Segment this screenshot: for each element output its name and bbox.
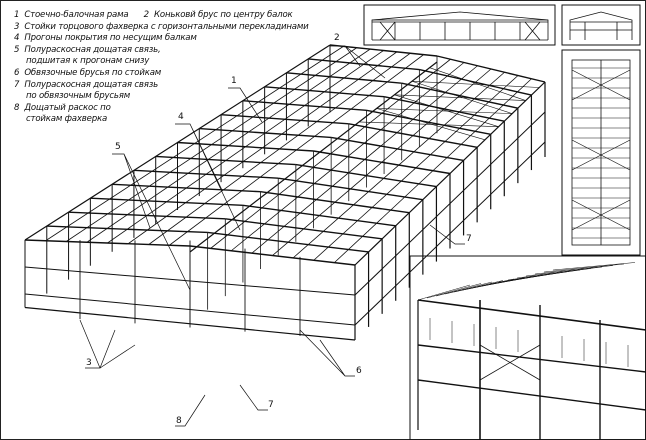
frame-member — [45, 46, 344, 242]
elevation-view — [363, 4, 556, 46]
legend-item: 4 Прогоны покрытия по несущим балкам — [14, 33, 197, 44]
frame-member — [394, 94, 499, 127]
frame-member — [376, 108, 486, 141]
frame-member — [516, 268, 592, 279]
frame-member — [230, 62, 465, 252]
frame-member — [479, 344, 541, 381]
callout-2: 2 — [334, 33, 340, 43]
frame-member — [24, 306, 356, 341]
frame-member — [169, 54, 424, 246]
frame-member — [571, 199, 602, 216]
frame-member — [411, 80, 540, 88]
callout-leaders — [79, 45, 465, 427]
callout-8: 8 — [176, 416, 182, 426]
frame-member — [600, 84, 631, 101]
frame-member — [107, 50, 384, 244]
frame-member — [313, 75, 519, 261]
frame-member — [148, 52, 411, 245]
frame-member — [600, 214, 631, 231]
frame-member — [127, 51, 398, 245]
frame-member — [354, 141, 546, 326]
frame-member — [600, 139, 631, 156]
frame-member — [600, 154, 631, 171]
legend-item-continued: по обвязочным брусьям — [26, 91, 131, 102]
frame-member — [543, 263, 625, 273]
frame-member — [292, 71, 505, 259]
detail-inset-view — [409, 255, 646, 440]
frame-member — [571, 214, 602, 231]
frame-member — [272, 68, 492, 256]
frame-member — [444, 280, 504, 295]
legend-item: 5 Полураскосная дощатая связь, — [14, 44, 161, 55]
callout-3: 3 — [86, 358, 92, 368]
callout-5: 5 — [115, 142, 121, 152]
legend-item: 8 Дощатый раскос по — [14, 102, 111, 113]
legend-item: 1 Стоечно-балочная рама 2 Коньковй брус … — [14, 10, 293, 20]
frame-member — [376, 108, 513, 114]
end-elevation-view — [561, 4, 641, 46]
frame-member — [210, 58, 451, 249]
callout-6: 6 — [356, 366, 362, 376]
callout-7: 7 — [268, 400, 274, 410]
frame-member — [426, 283, 482, 299]
frame-member — [525, 266, 603, 277]
callout-7: 7 — [466, 234, 472, 244]
legend-item: 7 Полураскосная дощатая связь — [14, 79, 158, 90]
frame-member — [417, 379, 646, 411]
frame-member — [600, 69, 631, 86]
frame-member — [571, 69, 602, 86]
frame-member — [359, 121, 499, 128]
frame-member — [417, 284, 471, 301]
callout-1: 1 — [231, 76, 237, 86]
frame-member — [66, 47, 357, 242]
frame-member — [552, 262, 636, 271]
legend-item-continued: стойкам фахверка — [26, 114, 108, 125]
frame-member — [534, 265, 614, 275]
frame-member — [429, 67, 526, 101]
isometric-frame-view — [24, 44, 546, 341]
legend: 1 Стоечно-балочная рама 2 Коньковй брус … — [14, 10, 309, 126]
legend-item: 3 Стойки торцового фахверка с горизонтал… — [14, 21, 309, 32]
frame-member — [571, 139, 602, 156]
frame-member — [354, 111, 546, 296]
frame-member — [435, 281, 493, 297]
frame-member — [86, 48, 371, 243]
plan-view — [561, 49, 641, 256]
frame-member — [600, 199, 631, 216]
frame-member — [394, 94, 526, 101]
frame-member — [417, 344, 646, 373]
legend-item-continued: подшитая к прогонам снизу — [26, 56, 150, 67]
frame-member — [411, 80, 513, 114]
frame-member — [571, 84, 602, 101]
legend-item: 6 Обвязочные брусья по стойкам — [14, 67, 162, 78]
callout-4: 4 — [178, 112, 184, 122]
frame-member — [417, 299, 646, 331]
frame-member — [571, 154, 602, 171]
